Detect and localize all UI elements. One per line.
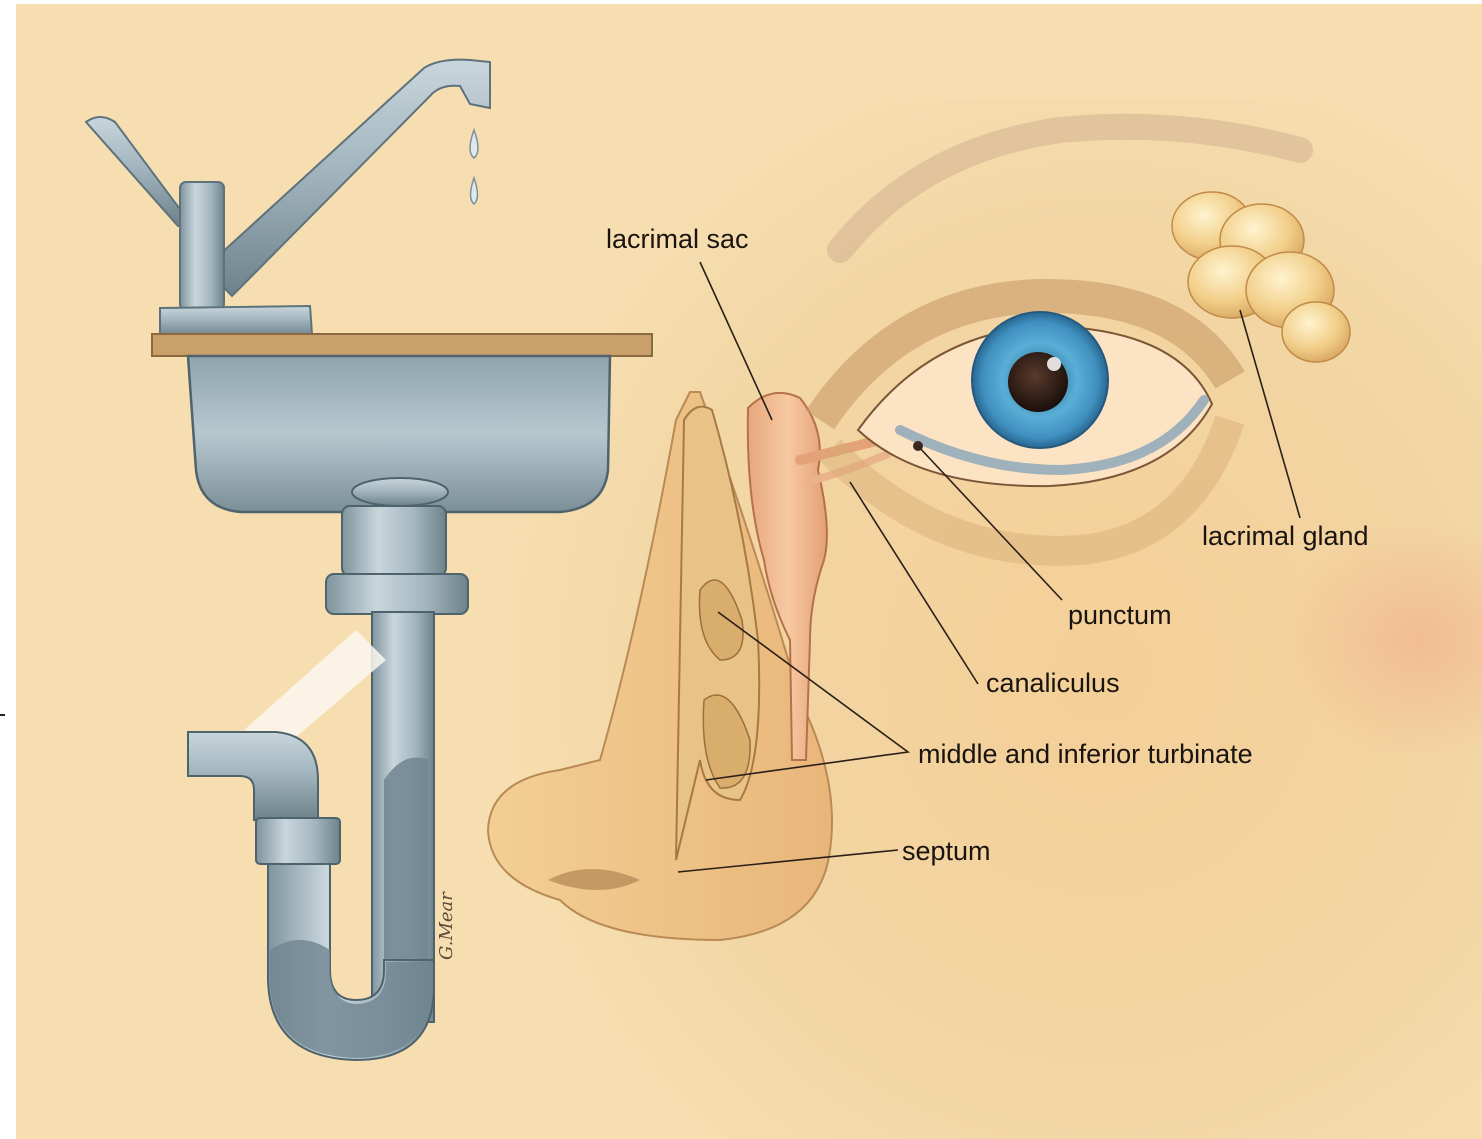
faucet-base	[160, 306, 312, 336]
label-turbinate: middle and inferior turbinate	[918, 739, 1253, 769]
coupling-nut	[256, 818, 340, 864]
tailpiece	[342, 506, 446, 576]
slip-nut	[326, 574, 468, 614]
label-septum: septum	[902, 836, 991, 866]
artist-signature: G.Mear	[436, 891, 457, 960]
label-canaliculus: canaliculus	[986, 668, 1120, 698]
left-margin-tick	[0, 714, 5, 716]
counter-top	[152, 334, 652, 356]
label-lacrimal-sac: lacrimal sac	[606, 224, 749, 254]
label-lacrimal-gland: lacrimal gland	[1202, 521, 1369, 551]
label-punctum: punctum	[1068, 600, 1172, 630]
eye-highlight	[1047, 357, 1061, 371]
drain-flange	[352, 478, 448, 506]
faucet-body	[180, 182, 224, 310]
